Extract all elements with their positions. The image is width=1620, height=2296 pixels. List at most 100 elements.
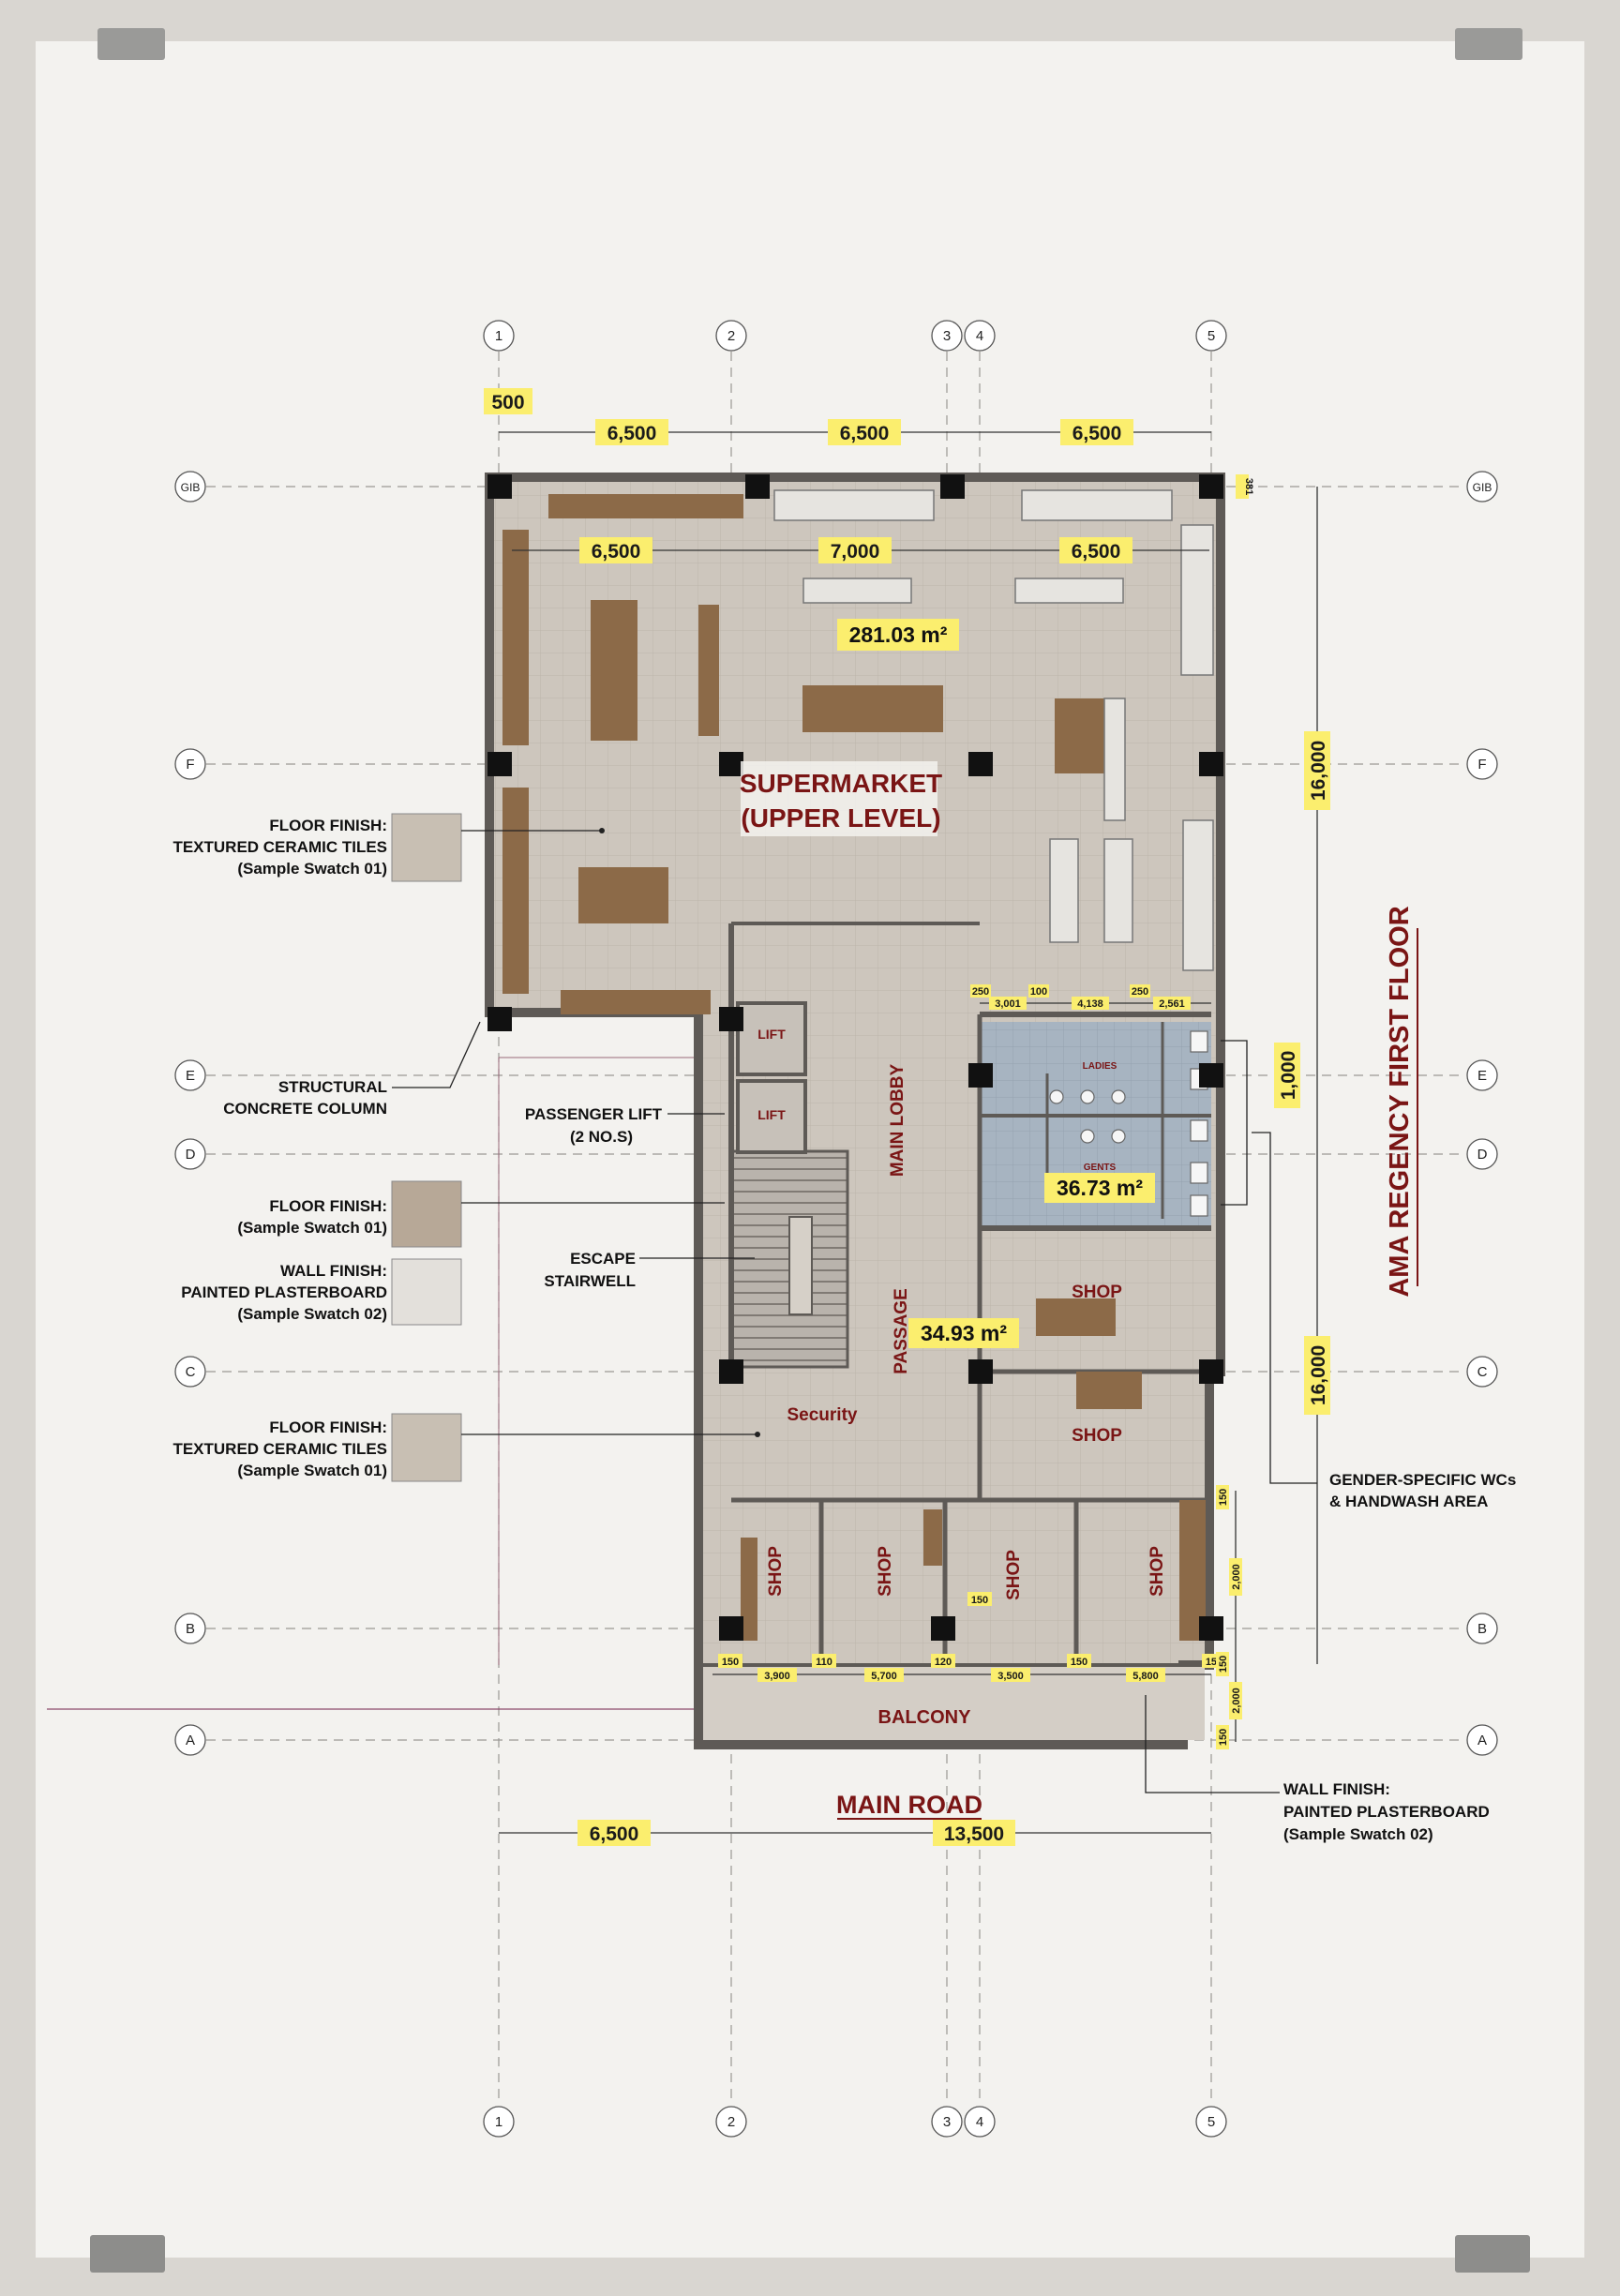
dim-box-right-upper	[1304, 731, 1330, 810]
leader-dot-1	[599, 828, 605, 833]
swatch-tiles-2	[391, 1413, 462, 1482]
binder-clip-top-right	[1455, 28, 1522, 60]
grid-bubble-b-left	[174, 1613, 206, 1644]
column-1-gib	[488, 474, 512, 499]
callout-column-line1: STRUCTURAL	[278, 1078, 387, 1096]
callout-stair-line2: STAIRWELL	[544, 1272, 636, 1290]
callout-lift-line2: (2 NO.S)	[570, 1128, 633, 1146]
swatch-wall	[391, 1258, 462, 1326]
column-5-e	[1199, 1063, 1223, 1088]
room-ladies: LADIES	[1083, 1061, 1118, 1072]
column-2-b	[719, 1616, 743, 1641]
dim-side-1: 150	[1218, 1489, 1229, 1506]
dim-box-shop-5	[931, 1654, 955, 1668]
fridge-unit-2	[1021, 489, 1173, 521]
grid-label-d-right: D	[1478, 1147, 1488, 1163]
callout-floor-tiles-1-line2: TEXTURED CERAMIC TILES	[172, 838, 387, 856]
dim-shop-5: 120	[935, 1657, 952, 1668]
column-3-f	[968, 752, 993, 776]
column-2-gib	[745, 474, 770, 499]
dim-500: 500	[491, 392, 524, 413]
grid-label-5-bottom: 5	[1208, 2114, 1215, 2130]
binder-clip-top-left	[98, 28, 165, 60]
wash-basin-1	[1049, 1089, 1064, 1104]
dim-box-bottom-total	[933, 1820, 1015, 1846]
grid-bubble-4-bottom	[964, 2106, 996, 2138]
lift-2	[736, 1079, 807, 1154]
room-lift-2: LIFT	[758, 1107, 786, 1122]
wash-basin-5	[1111, 1129, 1126, 1144]
dim-wc-2: 3,001	[995, 998, 1021, 1010]
room-shop-upper: SHOP	[1072, 1283, 1122, 1302]
dim-box-wc-6	[1153, 997, 1191, 1010]
fridge-unit-right	[1180, 524, 1214, 676]
grid-label-e-left: E	[186, 1068, 195, 1084]
dim-shop-mid: 150	[971, 1595, 988, 1606]
dim-wc-3: 100	[1030, 986, 1047, 998]
callout-floor-tiles-1-line1: FLOOR FINISH:	[269, 817, 387, 834]
grid-bubble-4-top	[964, 320, 996, 352]
room-passage: PASSAGE	[892, 1288, 911, 1374]
grid-bubble-f-right	[1466, 748, 1498, 780]
grid-label-e-right: E	[1478, 1068, 1487, 1084]
top-shelf-unit-1	[548, 494, 743, 518]
grid-label-2-top: 2	[728, 328, 735, 344]
callout-wall-right-line1: WALL FINISH:	[1283, 1780, 1390, 1798]
dim-right-upper: 16,000	[1308, 741, 1329, 801]
callout-wc-line1: GENDER-SPECIFIC WCs	[1329, 1471, 1516, 1489]
dim-box-top-1	[595, 419, 668, 445]
dim-shop-4: 5,700	[871, 1671, 897, 1682]
callout-lift-line1: PASSENGER LIFT	[525, 1105, 663, 1123]
grid-bubble-5-bottom	[1195, 2106, 1227, 2138]
dim-wc-6: 2,561	[1159, 998, 1185, 1010]
grid-label-5-top: 5	[1208, 328, 1215, 344]
grid-label-2-bottom: 2	[728, 2114, 735, 2130]
dim-box-shop-6	[991, 1668, 1030, 1682]
island-shelf-2	[698, 605, 719, 736]
dim-box-right-lower	[1304, 1336, 1330, 1415]
dim-shop-3: 110	[816, 1657, 832, 1668]
dim-box-inner-1	[579, 537, 652, 563]
leader-wall-right	[1145, 1695, 1280, 1793]
grid-label-gib-right: GIB	[1473, 481, 1492, 494]
dim-box-side-2	[1229, 1558, 1242, 1596]
grid-label-f-left: F	[186, 757, 194, 773]
checkout-lane-2	[1049, 838, 1079, 943]
dim-right-lower: 16,000	[1308, 1345, 1329, 1405]
fridge-unit-1	[773, 489, 935, 521]
lift-1	[736, 1001, 807, 1076]
room-supermarket: SUPERMARKET	[740, 769, 942, 798]
dim-side-3: 150	[1218, 1656, 1229, 1673]
room-balcony: BALCONY	[878, 1707, 972, 1728]
display-table-1	[802, 578, 912, 604]
dim-box-shop-mid	[968, 1592, 992, 1606]
swatch-floor	[391, 1180, 462, 1248]
room-shop-1: SHOP	[766, 1546, 786, 1597]
callout-floor-line2: (Sample Swatch 01)	[237, 1219, 387, 1237]
room-gents: GENTS	[1084, 1163, 1117, 1173]
grid-label-b-left: B	[186, 1621, 195, 1637]
grid-bubble-gib-left	[174, 471, 206, 503]
grid-label-c-left: C	[186, 1364, 196, 1380]
grid-label-c-right: C	[1478, 1364, 1488, 1380]
grid-bubble-5-top	[1195, 320, 1227, 352]
grid-bubble-a-right	[1466, 1724, 1498, 1756]
grid-label-a-right: A	[1478, 1733, 1487, 1748]
grid-bubble-2-bottom	[715, 2106, 747, 2138]
dim-wc-4: 4,138	[1077, 998, 1103, 1010]
dim-box-500	[484, 388, 532, 414]
shop-counter-2	[923, 1509, 942, 1566]
area-passage: 34.93 m²	[921, 1321, 1007, 1345]
dim-shop-2: 3,900	[764, 1671, 790, 1682]
grid-label-d-left: D	[186, 1147, 196, 1163]
callout-wall-left-line1: WALL FINISH:	[280, 1262, 387, 1280]
room-shop-4: SHOP	[1148, 1546, 1167, 1597]
grid-bubble-e-right	[1466, 1059, 1498, 1091]
grid-bubble-c-right	[1466, 1356, 1498, 1388]
grid-label-b-right: B	[1478, 1621, 1487, 1637]
dim-top-3: 6,500	[1072, 423, 1122, 444]
shop-desk-1	[1036, 1298, 1116, 1336]
leader-wc-arrow-top	[1221, 1040, 1248, 1206]
column-2-c	[719, 1359, 743, 1384]
